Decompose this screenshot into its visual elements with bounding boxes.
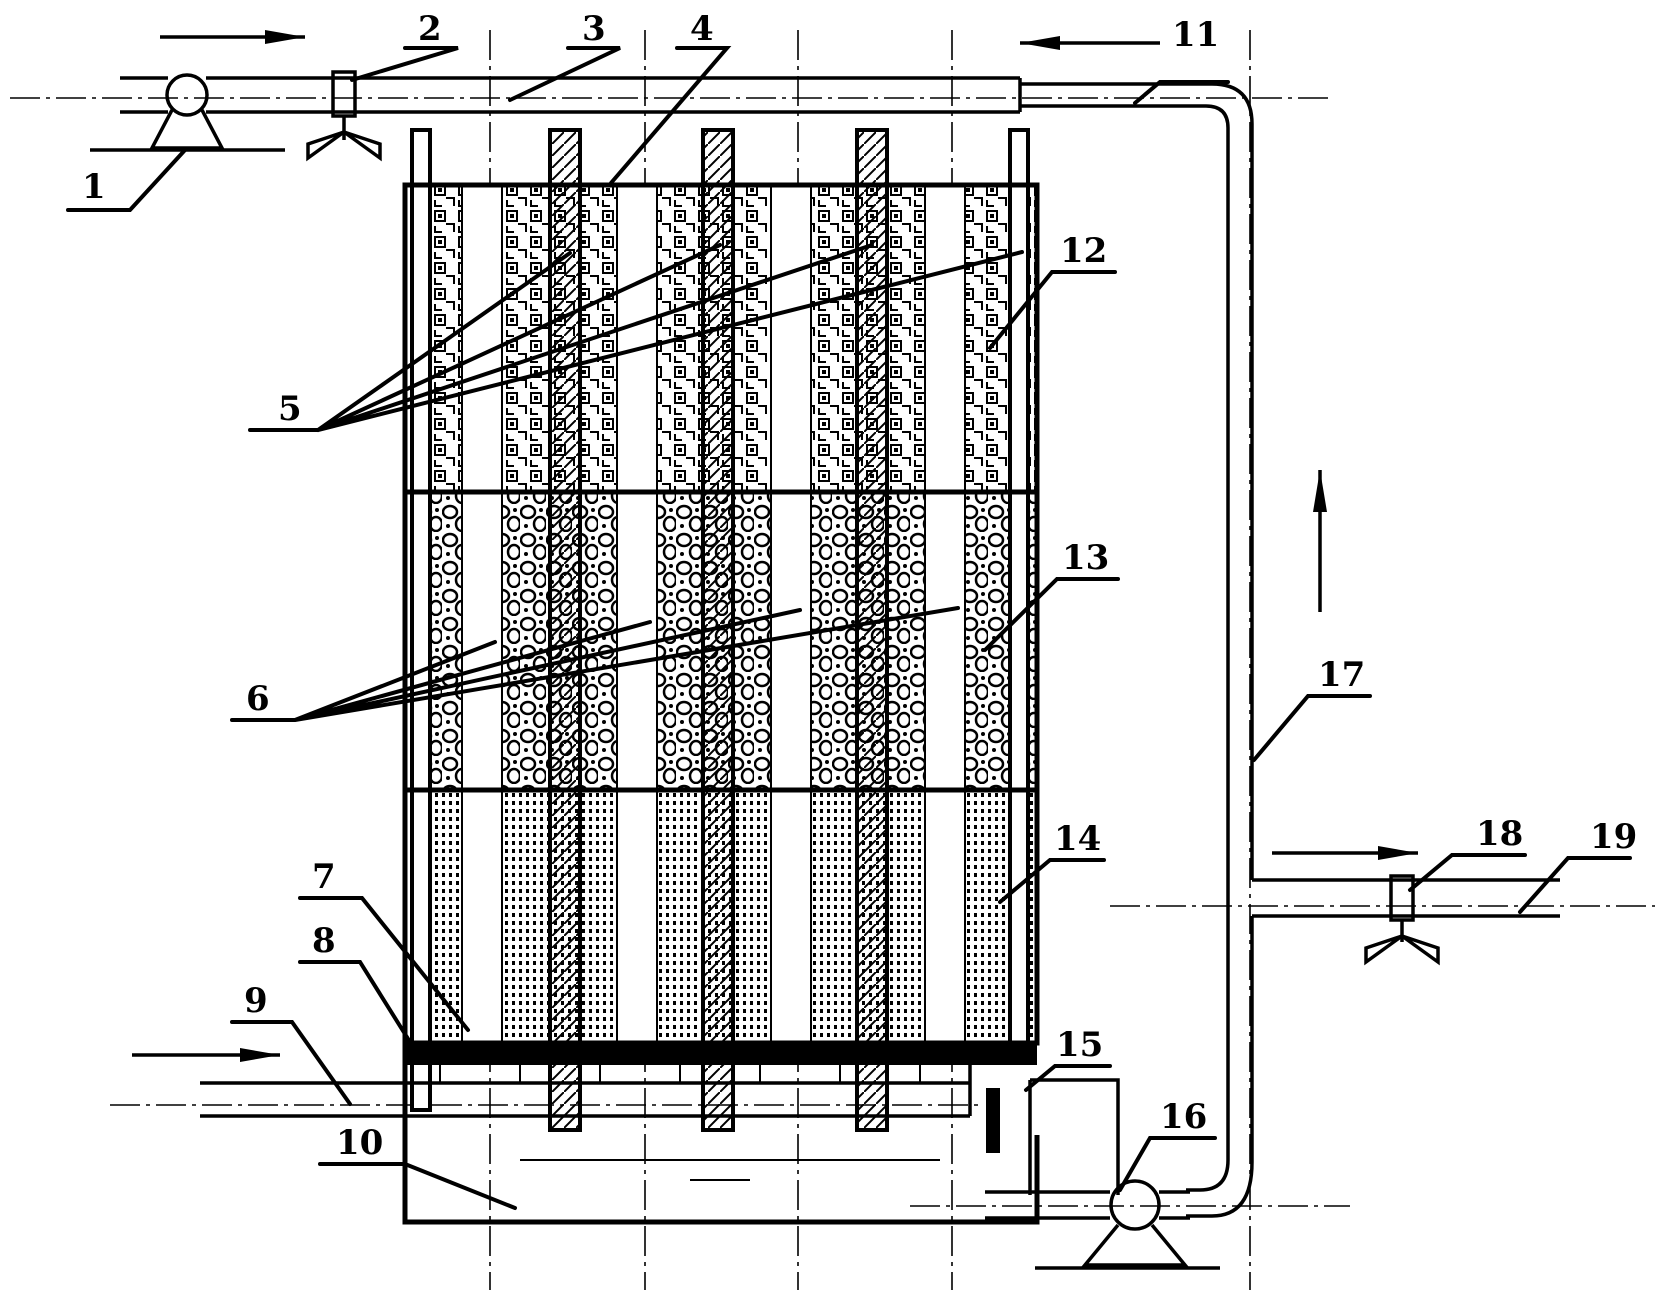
label-3: 3 bbox=[582, 9, 606, 49]
electrode-rods bbox=[410, 128, 1030, 1132]
label-11: 11 bbox=[1172, 15, 1219, 55]
arrow-up-return bbox=[1313, 470, 1327, 612]
label-10: 10 bbox=[336, 1123, 383, 1163]
overflow-weir bbox=[986, 1078, 1120, 1195]
label-4: 4 bbox=[690, 9, 714, 49]
label-9: 9 bbox=[244, 981, 268, 1021]
bottom-inlet-manifold bbox=[200, 1065, 972, 1118]
top-feed-pipe bbox=[206, 76, 1022, 114]
label-19: 19 bbox=[1590, 817, 1637, 857]
arrow-right-top bbox=[160, 30, 305, 44]
leader-lines bbox=[66, 46, 1632, 1210]
label-18: 18 bbox=[1476, 814, 1523, 854]
flow-arrows bbox=[132, 30, 1418, 1062]
arrow-left-top bbox=[1020, 36, 1160, 50]
label-14: 14 bbox=[1054, 819, 1101, 859]
circulation-pump bbox=[985, 1179, 1220, 1270]
label-2: 2 bbox=[418, 9, 442, 49]
label-1: 1 bbox=[82, 167, 106, 207]
label-16: 16 bbox=[1160, 1097, 1207, 1137]
label-13: 13 bbox=[1062, 538, 1109, 578]
label-5: 5 bbox=[278, 389, 302, 429]
part-labels: 1 2 3 4 5 6 7 8 9 10 11 12 13 14 15 16 1… bbox=[82, 9, 1637, 1163]
inlet-valve bbox=[306, 70, 382, 162]
label-17: 17 bbox=[1318, 655, 1365, 695]
arrow-right-bottom bbox=[132, 1048, 280, 1062]
label-6: 6 bbox=[246, 679, 270, 719]
inlet-pump bbox=[90, 73, 285, 152]
label-7: 7 bbox=[312, 857, 336, 897]
label-15: 15 bbox=[1056, 1025, 1103, 1065]
label-8: 8 bbox=[312, 921, 336, 961]
arrow-right-outlet bbox=[1272, 846, 1418, 860]
return-pipe bbox=[1020, 82, 1560, 1218]
label-12: 12 bbox=[1060, 231, 1107, 271]
reactor-tank bbox=[402, 182, 1040, 1225]
outlet-valve bbox=[1364, 874, 1440, 966]
